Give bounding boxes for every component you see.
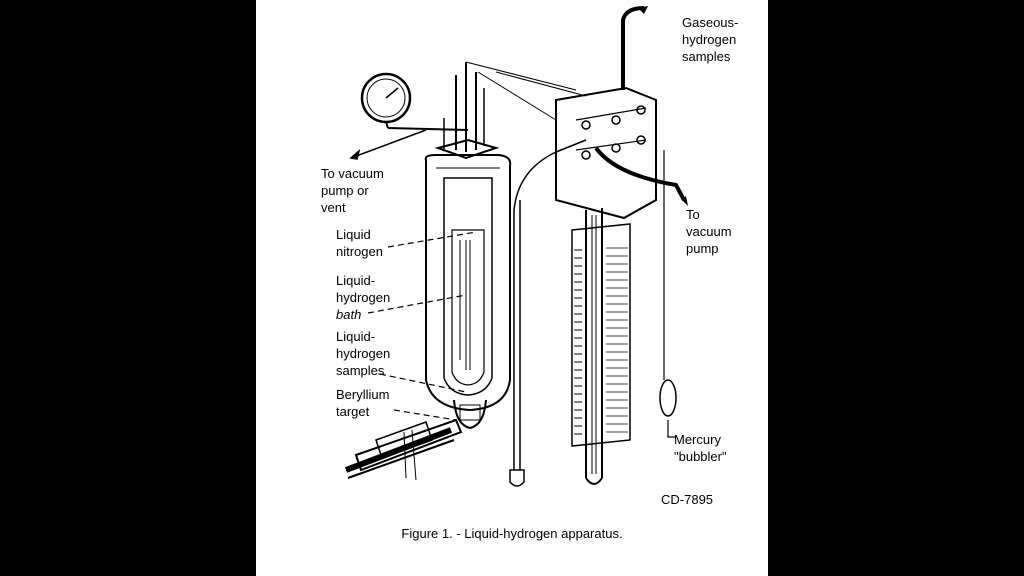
figure-panel: Gaseous- hydrogen samples To vacuum pump…	[256, 0, 768, 576]
label-mercury-bubbler: Mercury "bubbler"	[674, 432, 727, 464]
manometer	[571, 208, 631, 485]
figure-id: CD-7895	[661, 492, 714, 507]
apparatus-drawing	[344, 6, 688, 487]
dewar	[344, 62, 512, 481]
label-gaseous-hydrogen: Gaseous- hydrogen samples	[682, 15, 739, 64]
label-lh-bath-line2: bath	[336, 307, 362, 322]
vacuum-vent-line	[349, 129, 427, 160]
label-lh-bath: Liquid- hydrogen bath	[336, 272, 390, 323]
beam-tube	[344, 418, 463, 481]
label-lh-bath-line1: Liquid- hydrogen	[336, 273, 391, 305]
leader-lines	[367, 231, 477, 421]
manifold	[555, 6, 688, 220]
label-beryllium-target: Beryllium target	[336, 387, 390, 419]
figure-caption: Figure 1. - Liquid-hydrogen apparatus.	[401, 526, 623, 541]
pressure-gauge	[360, 72, 469, 131]
mercury-bubbler	[659, 150, 677, 438]
label-lh-samples: Liquid- hydrogen samples	[336, 329, 391, 378]
label-vacuum-vent: To vacuum pump or vent	[321, 166, 384, 215]
label-liquid-nitrogen: Liquid nitrogen	[336, 227, 383, 259]
label-vacuum-pump: To vacuum pump	[686, 207, 732, 256]
